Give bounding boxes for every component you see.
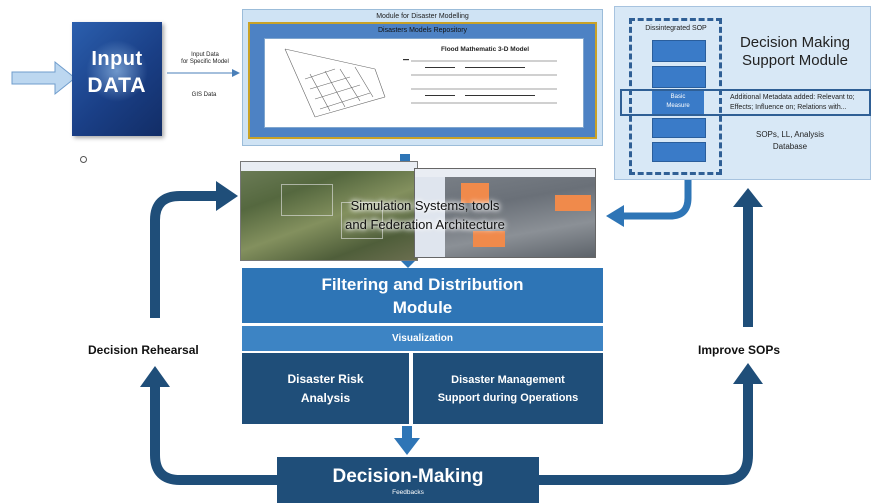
decision-support-title-line2: Support Module bbox=[742, 52, 848, 69]
disintegrated-sop-label: Dissintegrated SOP bbox=[645, 25, 707, 32]
map-region-outline bbox=[341, 202, 383, 239]
metadata-line1: Additional Metadata added: Relevant to; bbox=[730, 94, 855, 101]
management-line1: Disaster Management bbox=[451, 374, 565, 386]
flood-model-title: Flood Mathematic 3-D Model bbox=[440, 46, 530, 53]
simulation-line1: Simulation Systems, tools bbox=[350, 198, 500, 213]
sop-block bbox=[652, 66, 706, 88]
grid-sketch-icon bbox=[284, 48, 557, 118]
federate-node bbox=[555, 195, 591, 211]
screenshot-sidepanel bbox=[415, 177, 445, 257]
visualization-bar: Visualization bbox=[242, 326, 603, 351]
decision-making-box: Decision-Making Feedbacks bbox=[277, 457, 539, 503]
disaster-management-support: Disaster Management Support during Opera… bbox=[413, 353, 603, 424]
decision-making-title: Decision-Making bbox=[332, 466, 484, 487]
sops-database-line1: SOPs, LL, Analysis bbox=[755, 130, 825, 139]
sops-database-label: SOPs, LL, Analysis Database bbox=[720, 129, 860, 153]
risk-line2: Analysis bbox=[300, 391, 351, 405]
sop-block bbox=[652, 118, 706, 138]
decision-rehearsal-label: Decision Rehearsal bbox=[88, 343, 199, 357]
simulation-screenshot-federation bbox=[414, 168, 596, 258]
book-title-line2: DATA bbox=[87, 74, 147, 97]
map-region-outline bbox=[281, 184, 333, 216]
input-data-book: Input DATA bbox=[72, 22, 162, 136]
modelling-module-title: Module for Disaster Modelling bbox=[376, 13, 469, 20]
bullet-circle-icon bbox=[80, 156, 87, 163]
models-repository-title: Disasters Models Repository bbox=[377, 27, 468, 34]
rehearsal-to-simulation-arrow bbox=[150, 181, 238, 318]
screenshot-toolbar bbox=[241, 162, 417, 171]
gis-data-label: GIS Data bbox=[191, 92, 217, 98]
federate-node bbox=[461, 183, 489, 203]
screenshot-toolbar bbox=[415, 169, 595, 177]
feedbacks-label: Feedbacks bbox=[392, 489, 424, 496]
book-glow bbox=[86, 40, 148, 102]
sop-to-simulation-arrow bbox=[606, 178, 692, 227]
sops-database-line2: Database bbox=[772, 142, 808, 151]
decision-support-title: Decision Making Support Module bbox=[730, 34, 860, 70]
decision-support-title-line1: Decision Making bbox=[739, 34, 851, 51]
simulation-screenshot-map bbox=[240, 161, 418, 261]
basic-measure-line2: Measure bbox=[666, 103, 690, 109]
simulation-line2: and Federation Architecture bbox=[345, 217, 505, 232]
filtering-line1: Filtering and Distribution bbox=[321, 275, 524, 294]
analysis-to-decision-arrow bbox=[394, 426, 420, 455]
input-arrow bbox=[11, 60, 76, 96]
risk-line1: Disaster Risk bbox=[287, 372, 364, 386]
input-data-label: Input Data for Specific Model bbox=[170, 52, 240, 66]
simulation-systems-label: Simulation Systems, tools and Federation… bbox=[300, 196, 550, 234]
basic-measure-block: Basic Measure bbox=[652, 91, 704, 114]
improve-sops-label: Improve SOPs bbox=[698, 343, 781, 357]
input-data-label-line1: Input Data bbox=[191, 52, 219, 58]
basic-measure-line1: Basic bbox=[670, 94, 686, 100]
input-data-label-line2: for Specific Model bbox=[181, 59, 229, 65]
book-title-line1: Input bbox=[91, 48, 143, 70]
model-input-arrow bbox=[167, 69, 240, 77]
disaster-risk-analysis: Disaster Risk Analysis bbox=[242, 353, 409, 424]
model-sheet bbox=[264, 38, 584, 128]
filtering-line2: Module bbox=[392, 298, 453, 317]
metadata-band bbox=[620, 89, 871, 116]
disintegrated-sop-container bbox=[629, 18, 722, 175]
sop-block bbox=[652, 142, 706, 162]
improve-to-dm-arrow bbox=[733, 188, 763, 327]
federate-node bbox=[473, 231, 505, 247]
metadata-line2: Effects; Influence on; Relations with... bbox=[730, 104, 847, 111]
sop-block bbox=[652, 40, 706, 62]
improve-sops-loop bbox=[539, 363, 763, 485]
decision-rehearsal-loop bbox=[140, 366, 277, 485]
filtering-distribution-module: Filtering and Distribution Module bbox=[242, 268, 603, 323]
metadata-text: Additional Metadata added: Relevant to; … bbox=[730, 93, 870, 113]
management-line2: Support during Operations bbox=[437, 392, 579, 404]
